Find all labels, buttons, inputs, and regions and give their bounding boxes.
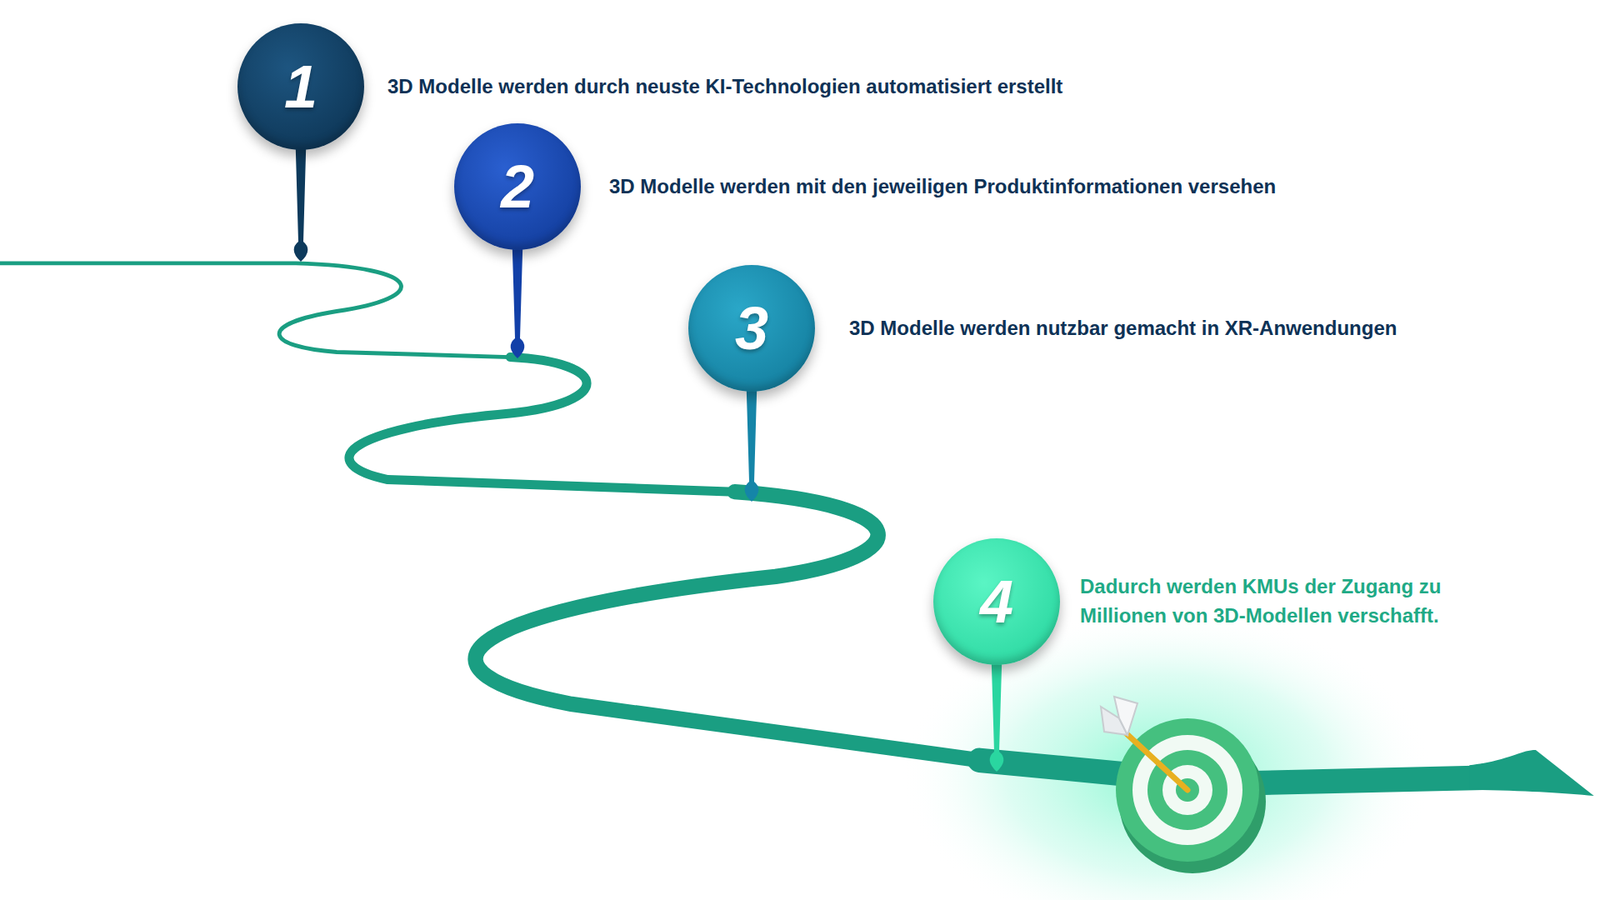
pin-stems	[294, 125, 1005, 772]
step-description: Dadurch werden KMUs der Zugang zu Millio…	[1080, 572, 1489, 631]
roadmap-pin: 33D Modelle werden nutzbar gemacht in XR…	[688, 265, 815, 392]
roadmap-pin: 23D Modelle werden mit den jeweiligen Pr…	[454, 123, 581, 250]
step-number: 2	[500, 156, 535, 217]
target-icon	[1100, 696, 1266, 874]
step-number: 1	[284, 56, 318, 117]
step-number: 3	[735, 298, 769, 359]
step-number: 4	[980, 571, 1014, 632]
step-description: 3D Modelle werden durch neuste KI-Techno…	[387, 72, 1305, 102]
road	[0, 263, 1595, 796]
step-description: 3D Modelle werden mit den jeweiligen Pro…	[609, 172, 1526, 202]
roadmap-pin: 13D Modelle werden durch neuste KI-Techn…	[237, 23, 365, 150]
step-description: 3D Modelle werden nutzbar gemacht in XR-…	[849, 314, 1566, 344]
roadmap-pin: 4Dadurch werden KMUs der Zugang zu Milli…	[933, 538, 1060, 665]
